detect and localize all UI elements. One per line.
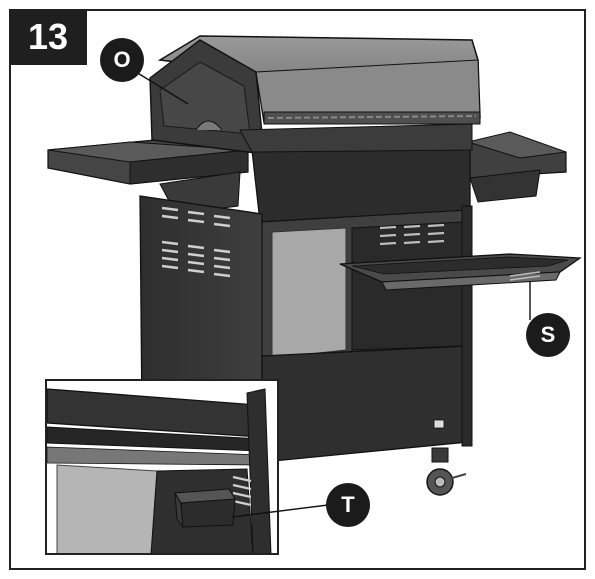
- grill-lid: [149, 35, 481, 155]
- grease-cup-t: [174, 488, 236, 529]
- callout-s-grease-tray: S: [526, 313, 570, 357]
- cart-bottom-panel: [261, 345, 469, 463]
- cart-right-leg: [461, 205, 473, 447]
- callout-o-lid: O: [100, 38, 144, 82]
- inset-detail-grease-cup: [45, 379, 279, 555]
- right-side-shelf: [466, 131, 567, 203]
- callout-t-grease-cup: T: [326, 483, 370, 527]
- grease-tray-s: [339, 253, 582, 291]
- step-number-badge: 13: [9, 9, 87, 65]
- inset-illustration: [47, 381, 277, 553]
- firebox-front: [239, 123, 473, 223]
- caster-wheel: [426, 447, 467, 496]
